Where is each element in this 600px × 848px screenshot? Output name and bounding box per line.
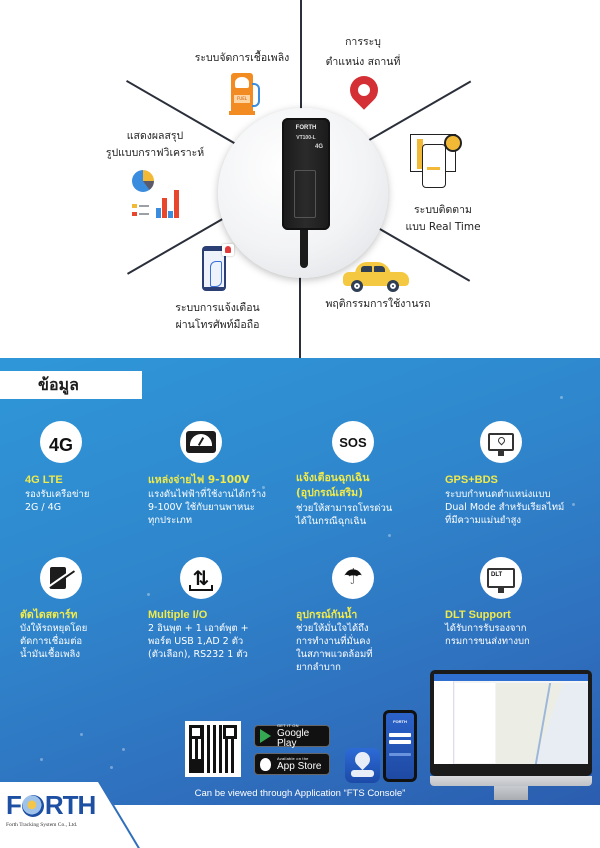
globe-icon [21,795,44,817]
specs-section: ข้อมูล 4G 4G LTE รองรับเครือข่าย 2G / 4G… [0,358,600,805]
device-network: 4G [314,144,323,150]
features-diagram: FORTH VT100-L 4G ระบบจัดการเชื้อเพลิง FU… [0,0,600,358]
qr-code[interactable] [185,721,241,777]
device-brand: FORTH [295,125,317,131]
feature-fuel-label: ระบบจัดการเชื้อเพลิง [194,52,290,64]
feature-behavior-label: พฤติกรรมการใช้งานรถ [325,298,431,310]
voltmeter-icon [180,421,222,463]
monitor-location-icon [480,421,522,463]
monitor-stand-neck [494,786,528,800]
spec-desc: บังให้รถหยุดโดย ตัดการเชื่อมต่อ น้ำมันเช… [20,623,88,660]
spec-desc: 2 อินพุต + 1 เอาต์พุต + พอร์ต USB 1,AD 2… [148,623,249,660]
fuel-pump-icon: FUEL [229,73,261,115]
device-cable [300,228,308,268]
feature-alert-line1: ระบบการแจ้งเตือน [175,302,260,314]
car-icon [341,260,411,292]
spec-title: แจ้งเตือนฉุกเฉิน (อุปกรณ์เสริม) [296,472,370,499]
connector-line-bottom [299,268,301,358]
google-play-icon [260,729,271,743]
feature-report-label: แสดงผลสรุป รูปแบบกราฟวิเคราะห์ [100,128,210,162]
analytics-chart-icon [128,170,188,218]
apple-icon [260,757,271,771]
feature-realtime-line2: แบบ Real Time [405,221,481,233]
section-title: ข้อมูล [0,371,142,399]
google-play-button[interactable]: GET IT ON Google Play [254,723,330,748]
fuel-cut-icon [40,557,82,599]
desktop-app-screenshot [430,670,592,776]
dlt-monitor-icon: DLT [480,557,522,599]
feature-report-line1: แสดงผลสรุป [126,130,184,142]
spec-title: ตัดไดสตาร์ท [20,609,78,621]
app-caption: Can be viewed through Application “FTS C… [194,788,406,799]
device-ports [294,170,316,218]
sos-icon: SOS [332,421,374,463]
feature-realtime-label: ระบบติดตาม แบบ Real Time [398,202,488,236]
spec-desc: ระบบกำหนดตำแหน่งแบบ Dual Mode สำหรับเรีย… [445,489,565,526]
spec-title: อุปกรณ์กันน้ำ [296,609,358,621]
feature-alert-label: ระบบการแจ้งเตือน ผ่านโทรศัพท์มือถือ [160,300,275,334]
spec-title: แหล่งจ่ายไฟ 9-100V [148,474,250,486]
map-phone-compass-icon [410,130,466,192]
feature-location-label: การระบุ ตำแหน่ง สถานที่ [318,34,408,71]
gps-tracker-device: FORTH VT100-L 4G [282,118,330,230]
spec-title: 4G LTE [25,474,63,486]
spec-title: DLT Support [445,609,511,621]
spec-desc: ได้รับการรับรองจาก กรมการขนส่งทางบก [445,623,530,647]
device-model: VT100-L [296,135,316,141]
feature-alert-line2: ผ่านโทรศัพท์มือถือ [175,319,260,331]
spec-desc: ช่วยให้สามารถโทรด่วน ได้ในกรณีฉุกเฉิน [296,503,393,527]
feature-location-line2: ตำแหน่ง สถานที่ [325,56,401,68]
fts-console-app-icon[interactable] [345,748,380,783]
monitor-stand-base [430,776,592,786]
umbrella-rain-icon: ☂ [332,557,374,599]
app-store-button[interactable]: Available on the App Store [254,753,330,775]
bell-icon [222,244,234,256]
spec-desc: ช่วยให้มั่นใจได้ถึง การทำงานที่มั่นคง ใน… [296,623,373,673]
spec-title: Multiple I/O [148,609,208,621]
phone-alert-icon [202,244,234,292]
4g-icon: 4G [40,421,82,463]
company-name: Forth Tracking System Co., Ltd. [6,822,78,828]
spec-title: GPS+BDS [445,474,498,486]
feature-report-line2: รูปแบบกราฟวิเคราะห์ [105,147,205,159]
location-pin-icon [344,70,384,110]
spec-desc: แรงดันไฟฟ้าที่ใช้งานได้กว้าง 9-100V ใช้ก… [148,489,266,526]
connector-line-top [300,0,302,110]
feature-location-line1: การระบุ [345,36,381,48]
feature-realtime-line1: ระบบติดตาม [414,204,472,216]
mobile-app-screenshot: FORTH [383,710,417,782]
input-output-icon: ⇅ [180,557,222,599]
spec-desc: รองรับเครือข่าย 2G / 4G [25,489,90,513]
